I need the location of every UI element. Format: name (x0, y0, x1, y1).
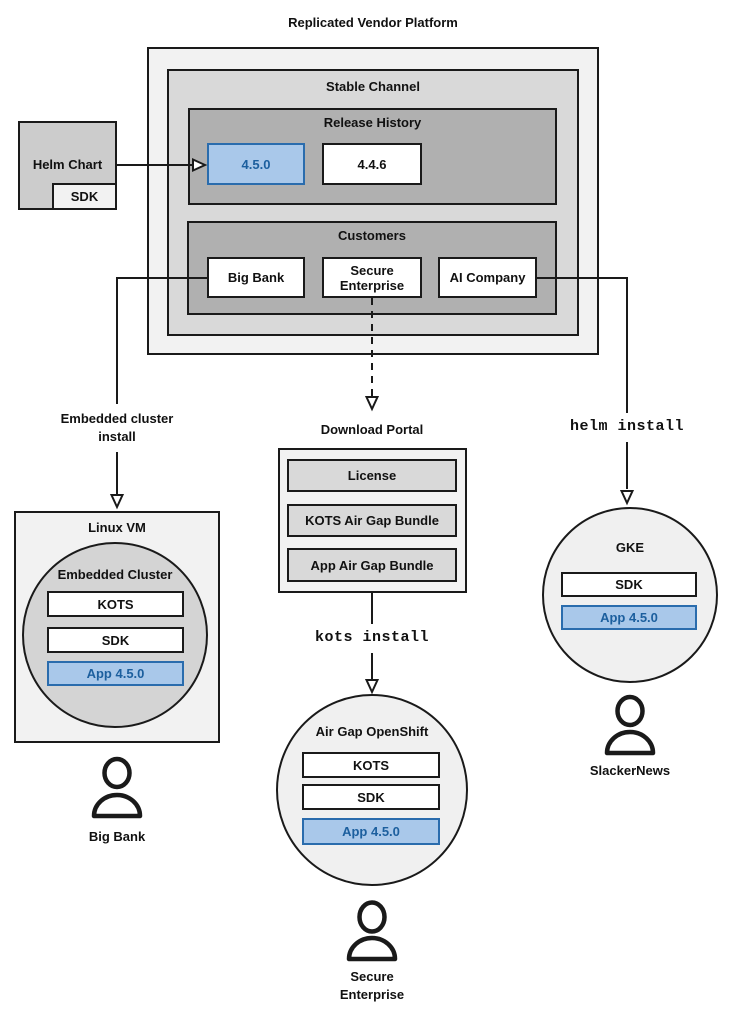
arrowhead-download-portal (364, 396, 380, 412)
embedded-cluster-install-label: Embedded cluster install (60, 411, 174, 444)
portal-app-airgap-bundle-box: App Air Gap Bundle (287, 548, 457, 582)
gke-sdk-box: SDK (561, 572, 697, 597)
portal-kots-airgap-bundle-box: KOTS Air Gap Bundle (287, 504, 457, 537)
openshift-sdk-box: SDK (302, 784, 440, 810)
release-history-title: Release History (323, 115, 422, 130)
stable-channel-title: Stable Channel (326, 79, 420, 94)
portal-license-box: License (287, 459, 457, 492)
slackernews-user-icon (604, 694, 656, 756)
user-slackernews-label: SlackerNews (589, 763, 671, 778)
user-secure-enterprise-label: Secure Enterprise (339, 969, 405, 1002)
release-4-4-6: 4.4.6 (322, 143, 422, 185)
arrowhead-gke (619, 490, 635, 506)
customers-title: Customers (338, 228, 406, 243)
release-4-5-0: 4.5.0 (207, 143, 305, 185)
arrowhead-linux-vm (109, 494, 125, 510)
kots-install-command: kots install (314, 629, 430, 646)
openshift-app-box: App 4.5.0 (302, 818, 440, 845)
embedded-cluster-title: Embedded Cluster (57, 567, 173, 582)
arrowhead-openshift (364, 679, 380, 695)
embedded-cluster-sdk-box: SDK (47, 627, 184, 653)
helm-chart-title: Helm Chart (32, 157, 103, 172)
customer-ai-company: AI Company (438, 257, 537, 298)
gke-title: GKE (615, 540, 645, 555)
openshift-kots-box: KOTS (302, 752, 440, 778)
helm-install-command: helm install (569, 418, 685, 435)
helm-chart-sdk-box: SDK (52, 183, 117, 210)
user-big-bank-label: Big Bank (88, 829, 146, 844)
download-portal-title: Download Portal (320, 422, 424, 437)
customer-secure-enterprise: Secure Enterprise (322, 257, 422, 298)
embedded-cluster-app-box: App 4.5.0 (47, 661, 184, 686)
linux-vm-title: Linux VM (88, 520, 146, 535)
embedded-cluster-kots-box: KOTS (47, 591, 184, 617)
secure-enterprise-user-icon (346, 900, 398, 962)
customer-big-bank: Big Bank (207, 257, 305, 298)
airgap-openshift-title: Air Gap OpenShift (315, 724, 429, 739)
diagram-title: Replicated Vendor Platform (288, 15, 458, 30)
big-bank-user-icon (91, 756, 143, 819)
gke-app-box: App 4.5.0 (561, 605, 697, 630)
